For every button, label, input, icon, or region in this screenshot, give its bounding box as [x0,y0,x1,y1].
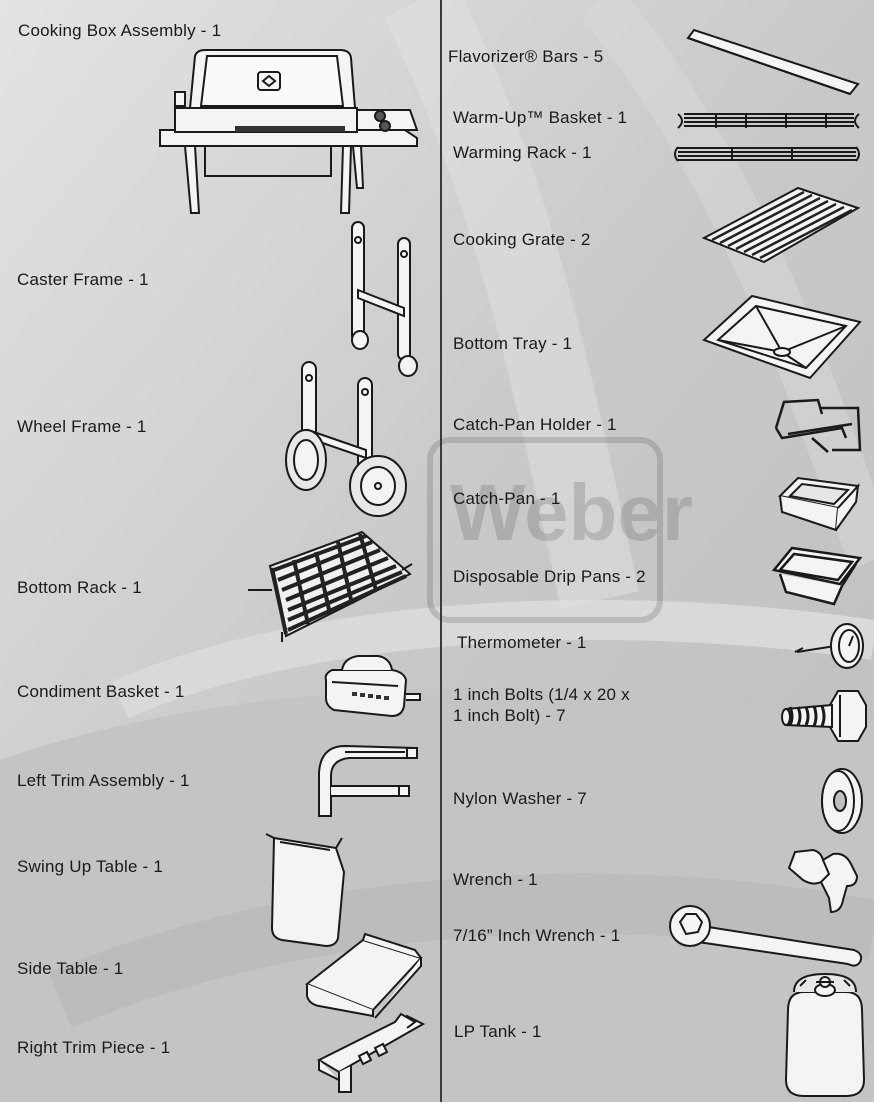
open-wrench-icon [668,900,868,970]
catch-pan-icon [776,474,862,534]
part-label-bottom-tray: Bottom Tray - 1 [453,334,573,353]
svg-text:Weber: Weber [450,468,693,557]
washer-icon [818,766,864,836]
grill-icon [155,48,420,216]
part-label-right-trim-piece: Right Trim Piece - 1 [17,1038,171,1057]
part-label-side-table: Side Table - 1 [17,959,124,978]
wrench-icon [785,846,865,916]
swing-table-icon [265,828,354,948]
warming-rack-icon [672,145,862,163]
thermometer-icon [794,622,867,672]
lp-tank-icon [780,970,870,1100]
part-label-bottom-rack: Bottom Rack - 1 [17,578,142,597]
side-table-icon [303,932,425,1020]
bottom-rack-icon [242,528,417,643]
drip-pan-icon [770,544,864,608]
part-label-bolts-line-2: 1 inch Bolt) - 7 [453,706,566,725]
column-divider [440,0,442,1102]
part-label-bolts: 1 inch Bolts (1/4 x 20 x 1 inch Bolt) - … [453,684,630,726]
part-label-wheel-frame: Wheel Frame - 1 [17,417,147,436]
wheel-frame-icon [282,360,410,518]
part-label-disposable-drip-pans: Disposable Drip Pans - 2 [453,567,646,586]
part-label-swing-up-table: Swing Up Table - 1 [17,857,163,876]
part-label-left-trim-assembly: Left Trim Assembly - 1 [17,771,190,790]
part-label-condiment-basket: Condiment Basket - 1 [17,682,185,701]
bottom-tray-icon [700,292,864,382]
warm-up-basket-icon [676,110,861,132]
part-label-catch-pan-holder: Catch-Pan Holder - 1 [453,415,617,434]
bolt-icon [778,685,868,745]
part-label-thermometer: Thermometer - 1 [457,633,587,652]
part-label-bolts-line-1: 1 inch Bolts (1/4 x 20 x [453,685,630,704]
part-label-cooking-box-assembly: Cooking Box Assembly - 1 [18,21,222,40]
part-label-lp-tank: LP Tank - 1 [454,1022,542,1041]
right-trim-icon [315,1010,427,1096]
condiment-basket-icon [322,650,422,722]
part-label-catch-pan: Catch-Pan - 1 [453,489,561,508]
cooking-grate-icon [700,186,862,266]
caster-frame-icon [348,220,424,378]
part-label-nylon-washer: Nylon Washer - 7 [453,789,587,808]
part-label-warm-up-basket: Warm-Up™ Basket - 1 [453,108,628,127]
part-label-7-16-wrench: 7/16” Inch Wrench - 1 [453,926,621,945]
part-label-flavorizer-bars: Flavorizer® Bars - 5 [448,47,604,66]
part-label-caster-frame: Caster Frame - 1 [17,270,149,289]
left-trim-icon [315,742,423,820]
part-label-wrench: Wrench - 1 [453,870,538,889]
catch-pan-holder-icon [772,394,864,456]
part-label-cooking-grate: Cooking Grate - 2 [453,230,591,249]
flavorizer-bar-icon [682,28,862,98]
part-label-warming-rack: Warming Rack - 1 [453,143,592,162]
